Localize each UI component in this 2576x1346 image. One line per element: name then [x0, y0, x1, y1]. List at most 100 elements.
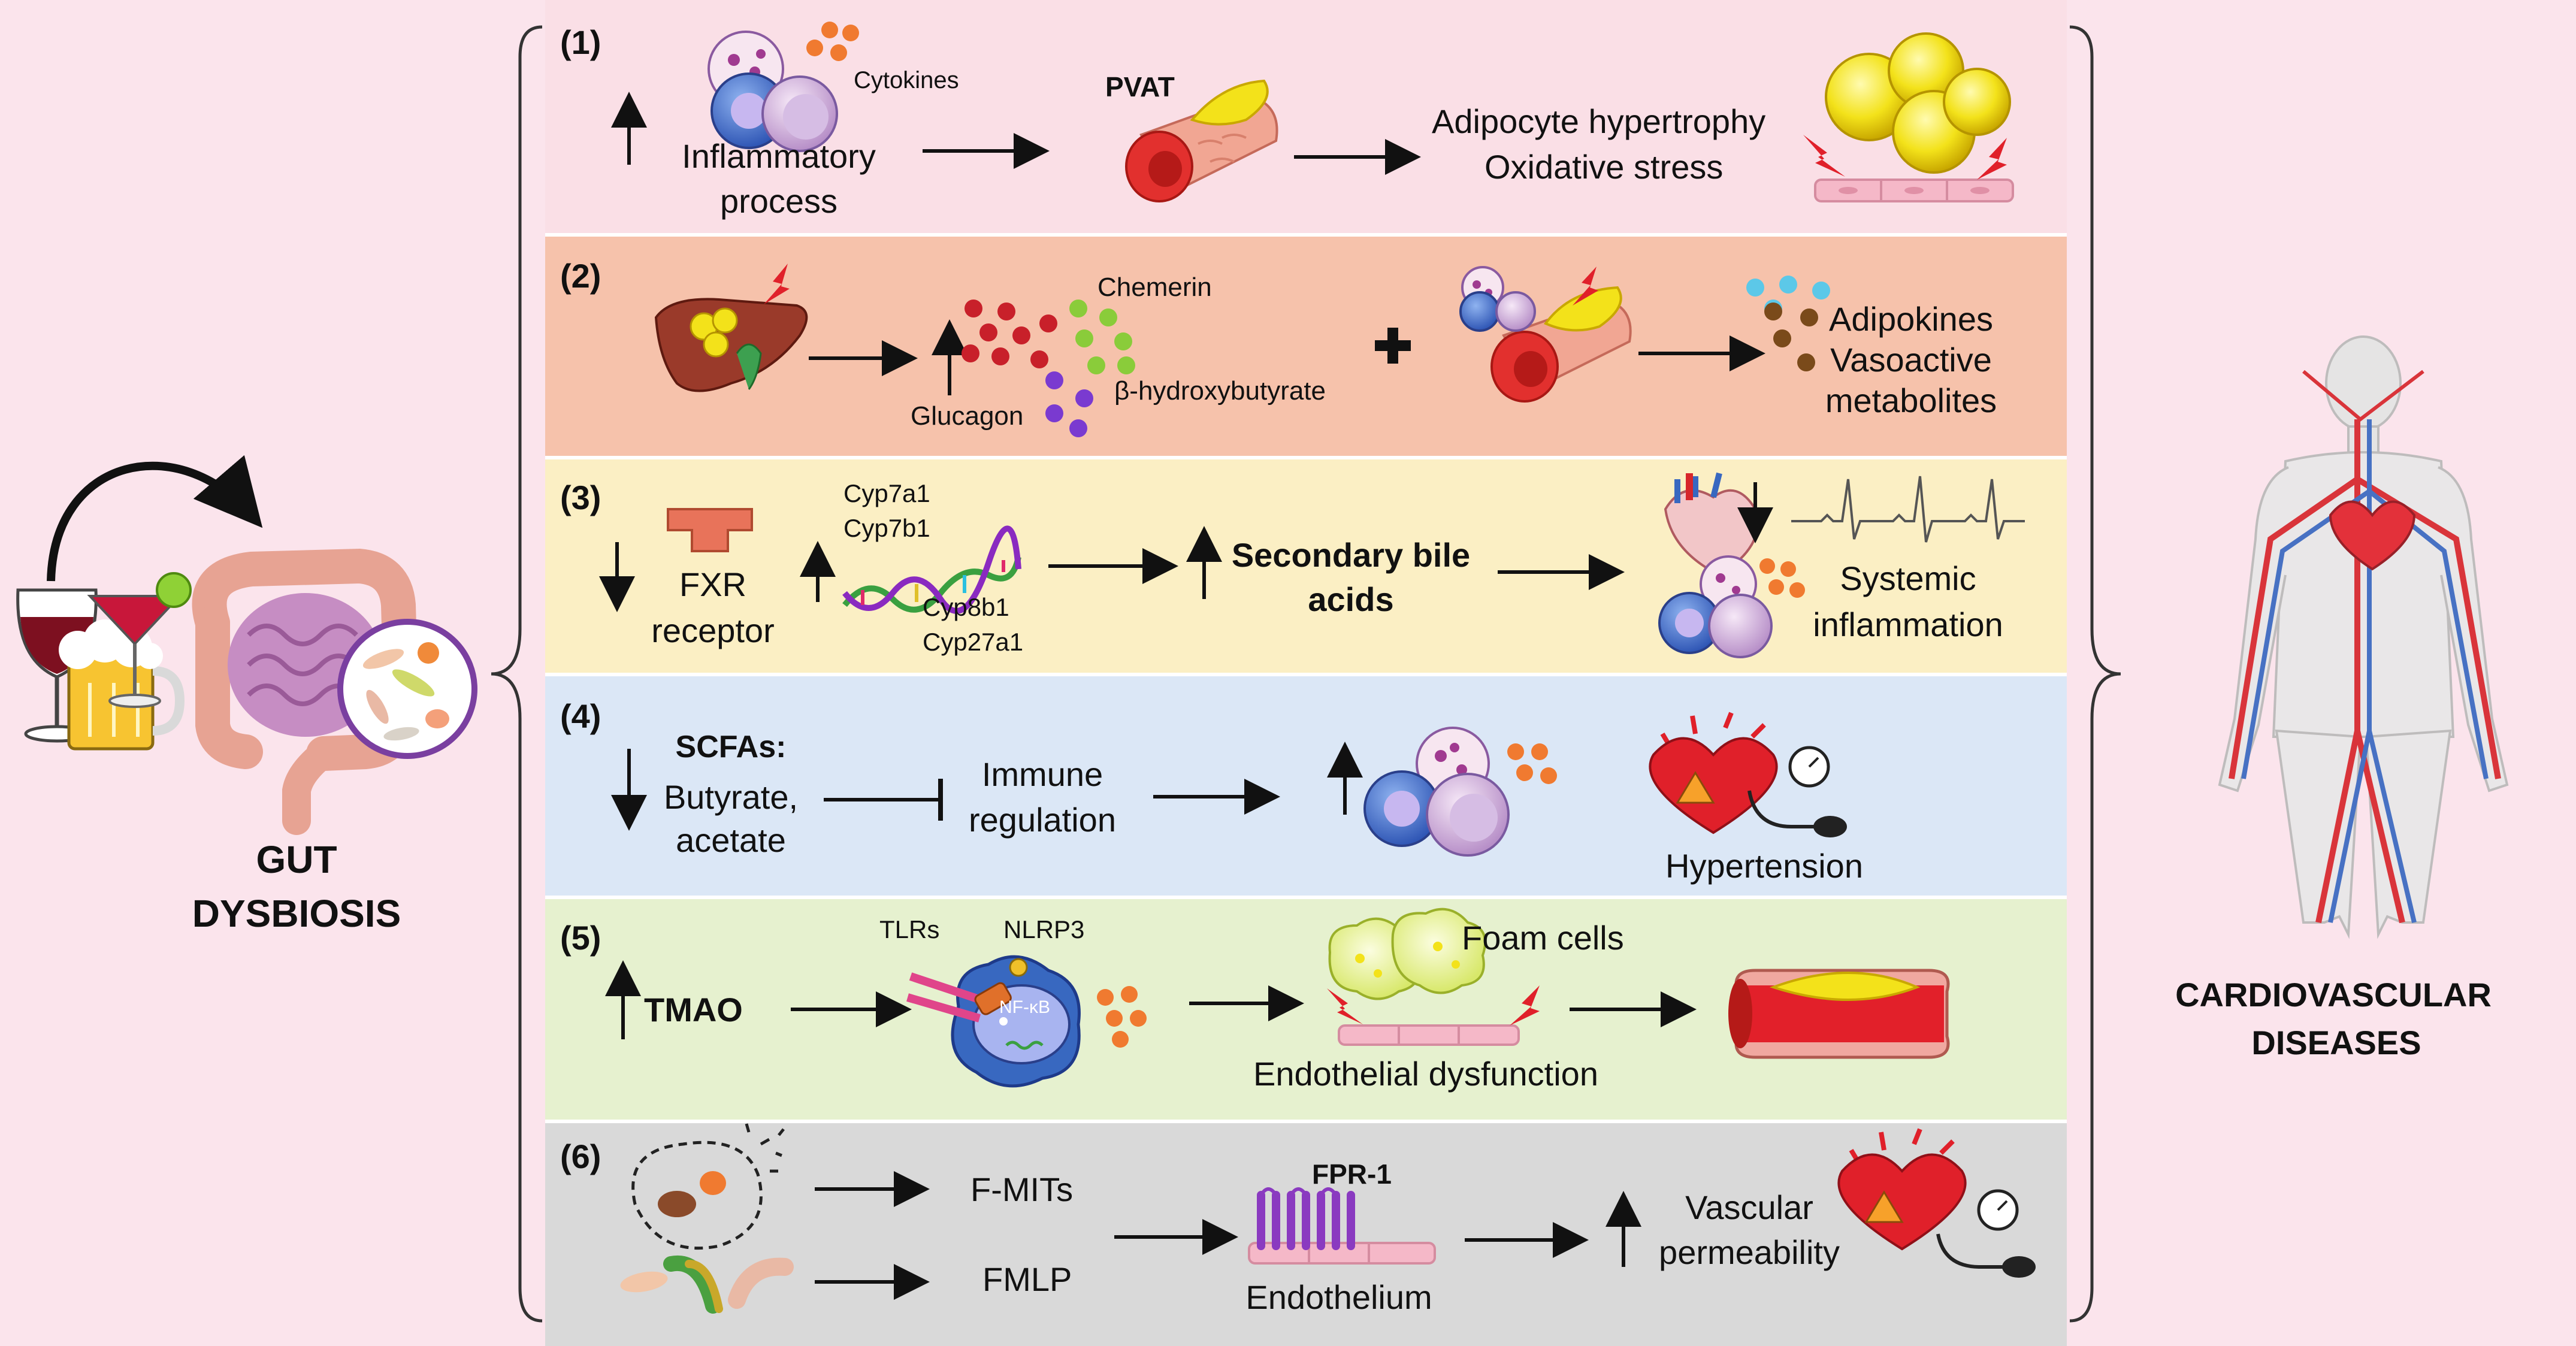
macrophage-icon	[906, 955, 1081, 1088]
human-body-circulation-icon	[2218, 335, 2509, 939]
adipokines-label: Adipokines	[1829, 300, 1993, 338]
acids-label: acids	[1308, 580, 1394, 618]
panel-1-graphics	[611, 22, 2014, 202]
panel-4-number: (4)	[560, 697, 601, 735]
microbiota-circle-icon	[337, 619, 477, 759]
tlrs-label: TLRs	[879, 915, 940, 943]
lightning-icon-3	[764, 264, 790, 304]
damaged-bacterium-icon	[631, 1123, 785, 1250]
lightning-icon-6	[1510, 985, 1540, 1026]
cytokine-dots	[806, 22, 859, 61]
regulation-label: regulation	[969, 801, 1116, 839]
foam-cells-label: Foam cells	[1462, 919, 1624, 957]
left-brace	[491, 25, 543, 1323]
immune-cells-icon	[708, 31, 838, 152]
panel-2-number: (2)	[560, 257, 601, 295]
endothelium-strip-icon-2	[1338, 1024, 1520, 1046]
cvd-title-line1: CARDIOVASCULAR	[2175, 976, 2492, 1014]
chemerin-dots	[1069, 300, 1135, 374]
cytokines-label: Cytokines	[854, 67, 959, 93]
bacteria-icon	[620, 1255, 794, 1314]
receptor-label: receptor	[651, 612, 775, 649]
panel-3-number: (3)	[560, 479, 601, 516]
beer-mug-icon	[59, 619, 185, 751]
immune-cells-icon-2	[1658, 555, 1773, 658]
heart-anatomy-icon	[1664, 472, 1759, 577]
metabolites-label: metabolites	[1825, 382, 1997, 419]
vascular-label: Vascular	[1685, 1188, 1813, 1226]
panel-4-graphics	[611, 712, 1847, 857]
dna-helix-icon	[842, 525, 1021, 614]
endothelial-dysfunction-label: Endothelial dysfunction	[1253, 1055, 1598, 1093]
acetate-label: acetate	[676, 821, 786, 859]
cocktail-glass-icon	[87, 572, 192, 708]
inflammatory-label: Inflammatory	[682, 137, 876, 175]
gut-dysbiosis-title-line1: GUT	[256, 838, 337, 881]
lightning-icon-2	[1977, 138, 2007, 180]
pvat-immune-icon	[1459, 266, 1632, 403]
oxidative-stress-label: Oxidative stress	[1484, 148, 1724, 186]
panel-1-number: (1)	[560, 23, 601, 61]
adipokine-dots	[1746, 276, 1830, 371]
nfkb-label: NF-κB	[999, 997, 1050, 1017]
gut-dysbiosis-illustration	[16, 455, 477, 835]
hydroxybutyrate-label: β-hydroxybutyrate	[1114, 376, 1326, 406]
butyrate-label: Butyrate,	[663, 778, 799, 816]
immune-label: Immune	[981, 755, 1103, 793]
panel-5-graphics	[605, 908, 1950, 1088]
fxr-label: FXR	[679, 565, 746, 603]
panel-2-bg	[545, 235, 2067, 458]
panel-3-bg	[545, 458, 2067, 674]
atherosclerotic-vessel-icon	[1728, 969, 1950, 1059]
adipocyte-hypertrophy-label: Adipocyte hypertrophy	[1432, 102, 1766, 140]
panel-3-graphics	[599, 472, 2025, 658]
vasoactive-label: Vasoactive	[1830, 341, 1992, 379]
adipocyte-cluster-icon	[1825, 32, 2011, 174]
inflammation-label: inflammation	[1813, 606, 2003, 643]
cyp7a1-label: Cyp7a1	[843, 479, 930, 507]
panel-6-number: (6)	[560, 1138, 601, 1175]
plus-icon	[1375, 328, 1411, 364]
panel-2-graphics	[654, 264, 1830, 437]
heart-pressure-icon-2	[1837, 1128, 2036, 1278]
heart-pressure-icon	[1649, 712, 1847, 837]
hydroxybutyrate-dots	[1045, 371, 1093, 437]
endothelium-strip-icon	[1814, 179, 2014, 202]
panel-6-graphics	[620, 1123, 2036, 1314]
fmits-label: F-MITs	[970, 1170, 1074, 1208]
fmlp-label: FMLP	[982, 1260, 1072, 1298]
secondary-bile-label: Secondary bile	[1231, 536, 1471, 574]
scfas-label: SCFAs:	[675, 730, 787, 764]
cvd-title-line2: DISEASES	[2251, 1024, 2421, 1061]
fpr1-receptor-icon	[1248, 1187, 1436, 1265]
right-brace	[2069, 25, 2121, 1323]
fpr1-label: FPR-1	[1312, 1159, 1392, 1190]
glucagon-label: Glucagon	[911, 401, 1024, 431]
foam-cells-icon	[1328, 908, 1486, 1000]
tmao-label: TMAO	[644, 991, 743, 1029]
process-label: process	[719, 182, 838, 220]
nlrp3-label: NLRP3	[1003, 915, 1085, 943]
glucagon-dots	[962, 300, 1057, 368]
lightning-icon-5	[1327, 988, 1363, 1024]
fxr-receptor-icon	[667, 508, 753, 552]
hypertension-label: Hypertension	[1665, 847, 1863, 885]
ecg-trace-icon	[1791, 476, 2025, 543]
panel-5-number: (5)	[560, 919, 601, 957]
gut-dysbiosis-title-line2: DYSBIOSIS	[192, 892, 401, 935]
pvat-label: PVAT	[1105, 71, 1175, 102]
immune-cells-icon-3	[1363, 727, 1510, 857]
cyp27a1-label: Cyp27a1	[923, 628, 1024, 656]
lightning-icon-4	[1573, 267, 1598, 306]
permeability-label: permeability	[1659, 1233, 1840, 1271]
cyp7b1-label: Cyp7b1	[843, 514, 930, 542]
endothelium-label: Endothelium	[1245, 1278, 1432, 1316]
chemerin-label: Chemerin	[1097, 273, 1212, 302]
systemic-label: Systemic	[1840, 559, 1976, 597]
liver-icon	[654, 298, 808, 392]
lightning-icon	[1803, 135, 1845, 177]
cyp8b1-label: Cyp8b1	[923, 593, 1009, 621]
curved-arrow	[47, 455, 263, 582]
